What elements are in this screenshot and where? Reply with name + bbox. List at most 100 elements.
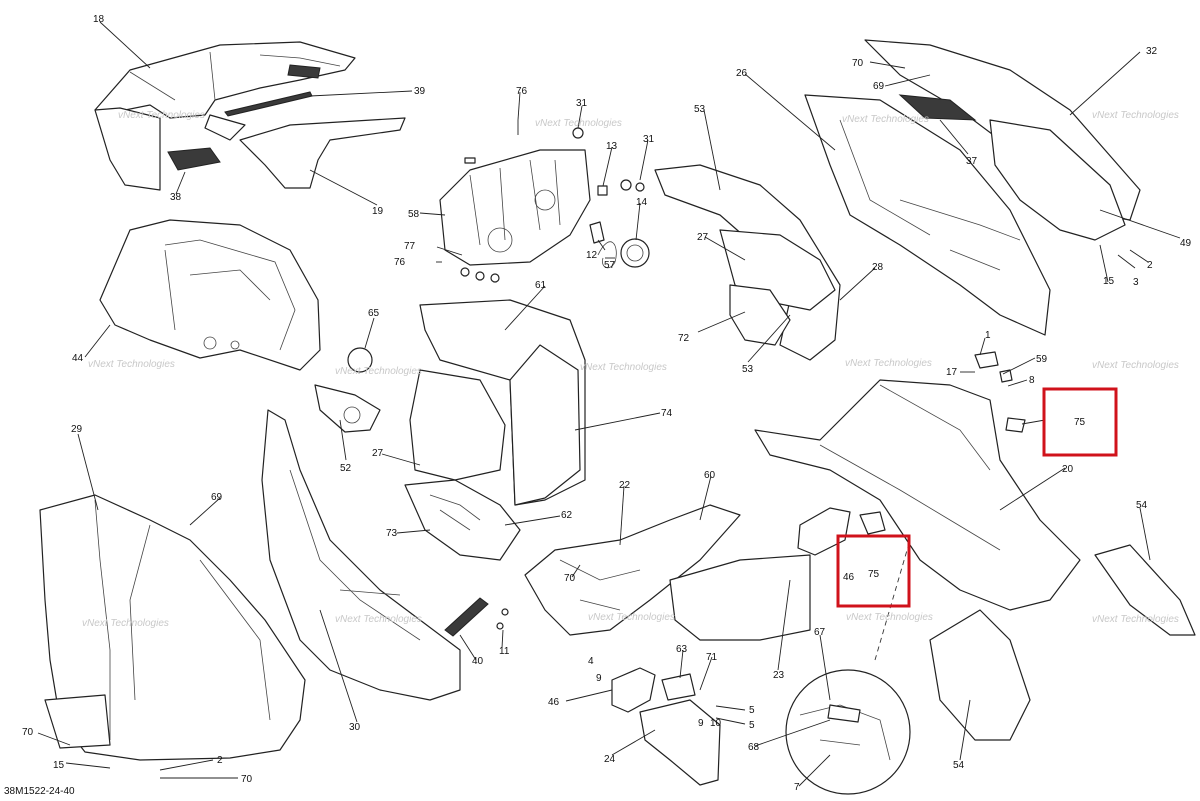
label-77: 77 bbox=[404, 241, 416, 252]
label-14: 14 bbox=[636, 197, 648, 208]
watermark-1: vNext Technologies bbox=[118, 110, 205, 121]
watermark-6: vNext Technologies bbox=[335, 366, 422, 377]
label-49: 49 bbox=[1180, 238, 1192, 249]
part-39-trim bbox=[224, 91, 313, 117]
part-shapes bbox=[39, 39, 1196, 795]
part-58-headlight-housing bbox=[439, 149, 591, 266]
watermark-13: vNext Technologies bbox=[846, 612, 933, 623]
part-27-inner-duct bbox=[409, 369, 506, 481]
label-5-b: 5 bbox=[749, 720, 755, 731]
label-15-right: 15 bbox=[1103, 276, 1115, 287]
label-53-bottom: 53 bbox=[742, 364, 754, 375]
part-65-gauge bbox=[347, 347, 373, 373]
label-2-right: 2 bbox=[1147, 260, 1153, 271]
label-62: 62 bbox=[561, 510, 573, 521]
part-30-lower-fairing bbox=[261, 409, 461, 701]
watermark-4: vNext Technologies bbox=[1092, 110, 1179, 121]
label-52: 52 bbox=[340, 463, 352, 474]
label-23: 23 bbox=[773, 670, 785, 681]
label-10: 10 bbox=[710, 718, 722, 729]
label-69-top: 69 bbox=[873, 81, 885, 92]
part-53-upper-duct bbox=[654, 164, 841, 361]
label-73: 73 bbox=[386, 528, 398, 539]
label-46-box: 46 bbox=[843, 572, 855, 583]
label-13: 13 bbox=[606, 141, 618, 152]
watermark-14: vNext Technologies bbox=[1092, 614, 1179, 625]
label-11: 11 bbox=[499, 646, 510, 657]
label-70-top: 70 bbox=[852, 58, 864, 69]
label-3: 3 bbox=[1133, 277, 1139, 288]
label-32: 32 bbox=[1146, 46, 1158, 57]
label-74: 74 bbox=[661, 408, 673, 419]
label-44: 44 bbox=[72, 353, 84, 364]
label-70-mid: 70 bbox=[564, 573, 576, 584]
part-26-inner-panel bbox=[804, 94, 1051, 336]
label-54-top: 54 bbox=[1136, 500, 1148, 511]
watermark-2: vNext Technologies bbox=[535, 118, 622, 129]
label-65: 65 bbox=[368, 308, 380, 319]
part-49-side-panel bbox=[989, 119, 1126, 241]
label-27-left: 27 bbox=[372, 448, 384, 459]
label-9-right: 9 bbox=[698, 718, 704, 729]
label-37: 37 bbox=[966, 156, 978, 167]
part-73-lower-duct bbox=[404, 479, 521, 561]
diagram-code: 38M1522-24-40 bbox=[4, 786, 75, 797]
label-2-left: 2 bbox=[217, 755, 223, 766]
label-53-top: 53 bbox=[694, 104, 706, 115]
watermark-9: vNext Technologies bbox=[1092, 360, 1179, 371]
label-19: 19 bbox=[372, 206, 384, 217]
label-26: 26 bbox=[736, 68, 748, 79]
watermark-12: vNext Technologies bbox=[588, 612, 675, 623]
detail-callout-circle bbox=[785, 669, 911, 795]
label-1: 1 bbox=[985, 330, 991, 341]
label-27-right: 27 bbox=[697, 232, 709, 243]
label-58: 58 bbox=[408, 209, 420, 220]
highlight-box-46-75 bbox=[836, 534, 911, 608]
label-29: 29 bbox=[71, 424, 83, 435]
part-29-left-fairing bbox=[39, 494, 306, 761]
label-24: 24 bbox=[604, 754, 616, 765]
watermark-11: vNext Technologies bbox=[335, 614, 422, 625]
part-46-mirror-left bbox=[611, 667, 656, 713]
label-70-bottom: 70 bbox=[241, 774, 253, 785]
label-5-a: 5 bbox=[749, 705, 755, 716]
label-22: 22 bbox=[619, 480, 631, 491]
part-18-side bbox=[94, 107, 161, 191]
highlight-box-75-right bbox=[1042, 387, 1118, 457]
label-4: 4 bbox=[588, 656, 594, 667]
label-46-left: 46 bbox=[548, 697, 560, 708]
part-54-lower bbox=[929, 609, 1031, 741]
part-12-bulb bbox=[589, 221, 605, 244]
label-12: 12 bbox=[586, 250, 598, 261]
leader-lines bbox=[37, 21, 1181, 787]
callout-labels: 18 39 19 38 76 31 31 13 14 12 57 58 77 7… bbox=[22, 14, 1192, 793]
label-63: 63 bbox=[676, 644, 688, 655]
label-18: 18 bbox=[93, 14, 105, 25]
watermark-7: vNext Technologies bbox=[580, 362, 667, 373]
label-70-left: 70 bbox=[22, 727, 34, 738]
label-15-left: 15 bbox=[53, 760, 65, 771]
label-75-box: 75 bbox=[868, 569, 880, 580]
part-54-upper bbox=[1094, 544, 1196, 636]
label-20: 20 bbox=[1062, 464, 1074, 475]
part-24-lower-bracket bbox=[639, 699, 721, 786]
label-17: 17 bbox=[946, 367, 958, 378]
part-20-upper-fairing bbox=[754, 379, 1081, 611]
part-18-top-cover bbox=[94, 41, 356, 119]
label-76-mid: 76 bbox=[394, 257, 406, 268]
label-75-right: 75 bbox=[1074, 417, 1086, 428]
label-8: 8 bbox=[1029, 375, 1035, 386]
part-38-grille bbox=[167, 147, 221, 171]
label-60: 60 bbox=[704, 470, 716, 481]
label-59: 59 bbox=[1036, 354, 1048, 365]
label-67: 67 bbox=[814, 627, 826, 638]
label-9-left: 9 bbox=[596, 673, 602, 684]
label-61: 61 bbox=[535, 280, 547, 291]
part-46-mirror-right bbox=[797, 507, 851, 556]
watermark-3: vNext Technologies bbox=[842, 114, 929, 125]
watermark-8: vNext Technologies bbox=[845, 358, 932, 369]
label-31-a: 31 bbox=[576, 98, 588, 109]
part-14-cap bbox=[620, 238, 650, 268]
part-37-grille bbox=[898, 94, 977, 121]
